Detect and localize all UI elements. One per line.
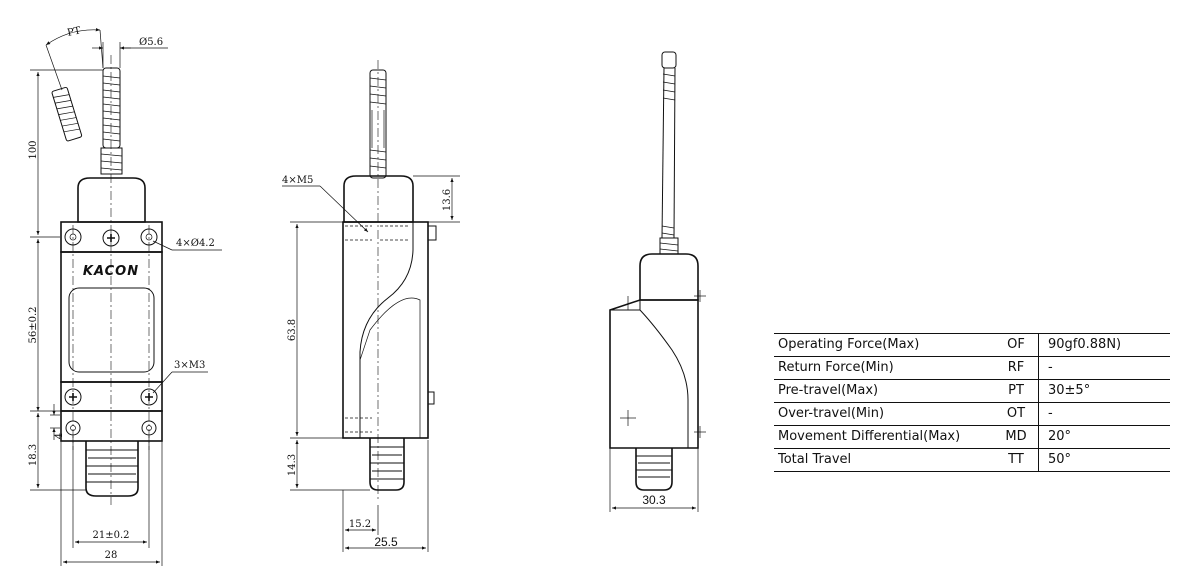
spec-code: MD [994, 425, 1039, 449]
table-row: Pre-travel(Max) PT 30±5° [774, 379, 1170, 403]
spec-value: - [1038, 356, 1170, 380]
spec-code: RF [994, 356, 1039, 380]
side-bottom-label: 14.3 [287, 454, 298, 476]
spec-name: Over-travel(Min) [774, 402, 994, 426]
spec-name: Total Travel [774, 448, 994, 472]
rear-head [639, 253, 699, 301]
spec-name: Operating Force(Max) [774, 333, 994, 357]
side-cable-gland [369, 438, 405, 491]
rear-width-label: 30.3 [642, 493, 666, 507]
front-tilted-spring [51, 86, 83, 142]
screw-icon [64, 388, 82, 406]
side-view: 4×M5 13.6 63.8 14.3 15.2 25.5 [282, 60, 460, 552]
front-label-window [68, 287, 155, 373]
spec-code: OT [994, 402, 1039, 426]
spec-value: 50° [1038, 448, 1170, 472]
spec-code: TT [994, 448, 1039, 472]
rear-spring-rod [659, 51, 679, 255]
front-bottom-plate [60, 410, 163, 442]
threads-label: 4×M5 [282, 175, 313, 186]
table-row: Over-travel(Min) OT - [774, 402, 1170, 426]
rear-body [609, 299, 699, 449]
spec-code: PT [994, 379, 1039, 403]
spec-value: 20° [1038, 425, 1170, 449]
spec-value: - [1038, 402, 1170, 426]
table-row: Operating Force(Max) OF 90gf0.88N) [774, 333, 1170, 357]
table-row: Total Travel TT 50° [774, 448, 1170, 472]
offset-label: 15.2 [349, 519, 371, 530]
rear-cable-gland [635, 448, 673, 491]
small-dim-label: 4 [54, 433, 65, 439]
spec-name: Return Force(Min) [774, 356, 994, 380]
rod-length-label: 100 [28, 140, 39, 159]
side-body-height-label: 63.8 [287, 319, 298, 341]
table-row: Return Force(Min) RF - [774, 356, 1170, 380]
screw-icon [140, 388, 158, 406]
side-head [343, 175, 414, 223]
spec-table: Operating Force(Max) OF 90gf0.88N) Retur… [774, 333, 1170, 472]
pt-label: PT [66, 25, 82, 39]
spec-name: Movement Differential(Max) [774, 425, 994, 449]
screws-label: 3×M3 [174, 360, 205, 371]
rod-diameter-label: Ø5.6 [139, 37, 163, 48]
hole-pitch-label: 21±0.2 [92, 530, 129, 541]
spec-name: Pre-travel(Max) [774, 379, 994, 403]
spec-value: 30±5° [1038, 379, 1170, 403]
front-head [77, 177, 146, 223]
front-cable-gland [85, 441, 139, 497]
bottom-height-label: 18.3 [28, 444, 39, 466]
front-spring-rod [100, 67, 123, 175]
spec-code: OF [994, 333, 1039, 357]
front-view: KACON PT [28, 25, 222, 566]
side-body [342, 221, 429, 439]
brand-logo: KACON [83, 264, 139, 279]
table-row: Movement Differential(Max) MD 20° [774, 425, 1170, 449]
body-height-label: 56±0.2 [28, 306, 39, 343]
width-label: 28 [105, 550, 118, 561]
top-height-label: 13.6 [442, 189, 453, 211]
depth-label: 25.5 [374, 535, 398, 549]
spec-value: 90gf0.88N) [1038, 333, 1170, 357]
rear-view: 30.3 [609, 51, 706, 512]
mount-holes-label: 4×Ø4.2 [176, 238, 215, 249]
